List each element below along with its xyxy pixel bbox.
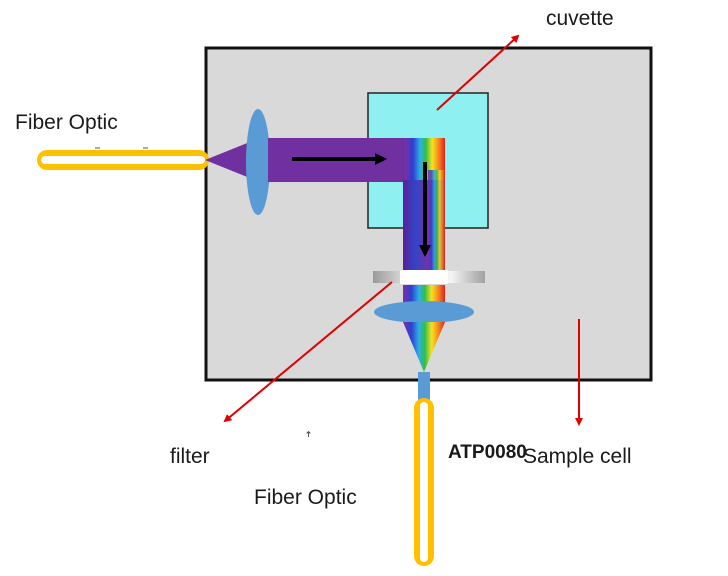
fiber-optic-left-label: Fiber Optic <box>15 111 118 134</box>
emission-beam-spectral-edge <box>428 170 445 273</box>
fiber-optic-bottom <box>414 398 434 566</box>
fiber-connector <box>418 372 430 400</box>
filter-label: filter <box>170 445 210 468</box>
excitation-lens <box>246 109 270 215</box>
stray-mark: ꜛ <box>305 430 312 447</box>
fiber-optic-bottom-label: Fiber Optic <box>254 486 357 509</box>
diagram-code-label: ATP0080 <box>448 442 527 463</box>
sample-cell-label: Sample cell <box>523 445 632 468</box>
emission-lens <box>374 301 474 323</box>
filter-pointer-arrow <box>223 281 393 423</box>
filter-element <box>373 270 485 284</box>
cuvette-pointer-arrow <box>436 34 520 111</box>
cuvette-label: cuvette <box>546 7 614 30</box>
emission-cone <box>403 322 445 372</box>
fiber-optic-left <box>37 150 209 170</box>
